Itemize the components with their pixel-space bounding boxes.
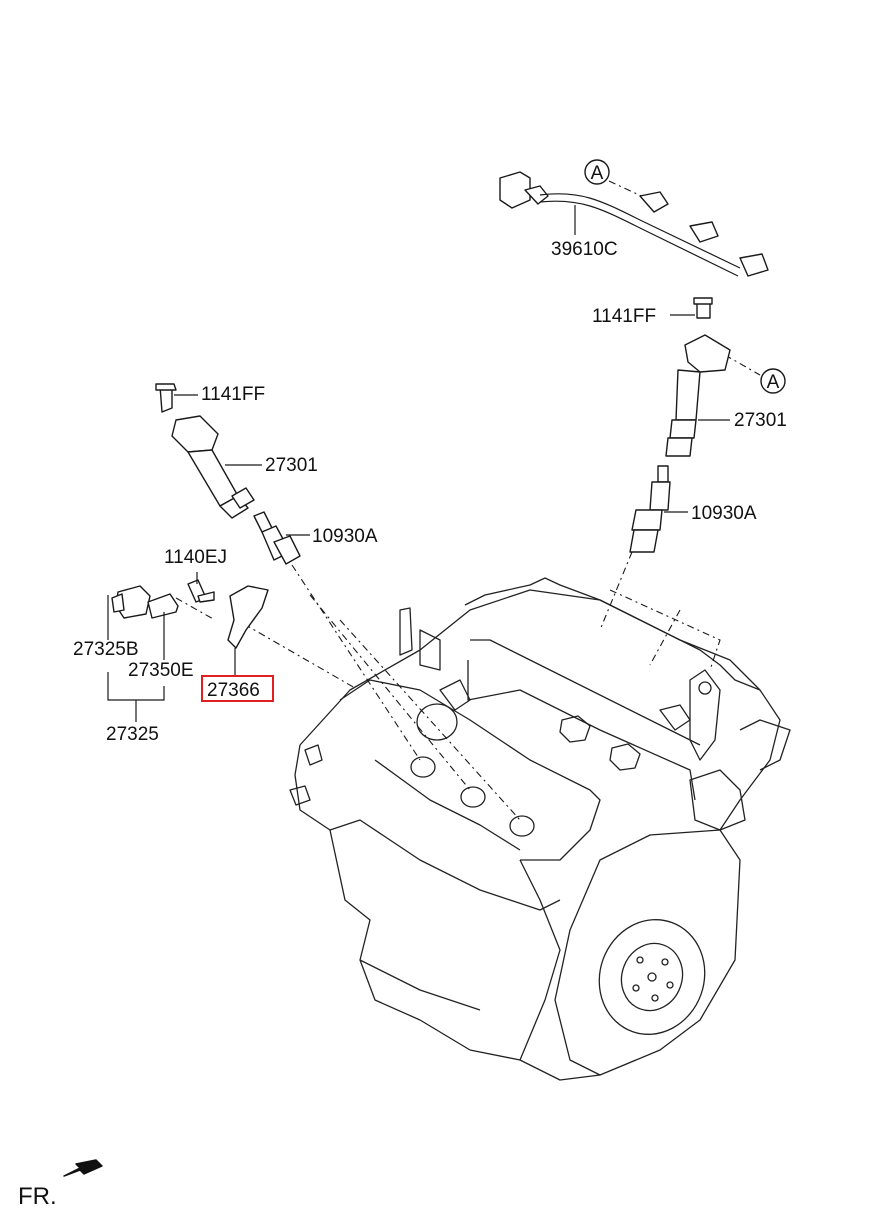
label-bolt-right: 1141FF bbox=[592, 306, 656, 327]
spark-plug-left bbox=[253, 511, 310, 565]
label-bolt-left: 1141FF bbox=[201, 384, 265, 405]
ignition-coil-left bbox=[155, 383, 262, 519]
label-coil-right: 27301 bbox=[734, 410, 787, 431]
engine-block bbox=[289, 577, 791, 1081]
label-bracket-highlighted: 27366 bbox=[207, 680, 260, 701]
spark-plug-right bbox=[629, 465, 688, 553]
reference-callout-right: A bbox=[760, 368, 786, 394]
ignition-coil-right bbox=[665, 297, 731, 457]
highlighted-part-callout[interactable]: 27366 bbox=[201, 675, 274, 702]
ref-right-label: A bbox=[767, 372, 780, 393]
reference-callout-top: A bbox=[584, 159, 610, 185]
highlight-box bbox=[201, 675, 274, 702]
label-coil-left: 27301 bbox=[265, 455, 318, 476]
front-label: FR. bbox=[18, 1183, 57, 1210]
label-harness: 39610C bbox=[551, 239, 618, 260]
ref-top-label: A bbox=[591, 163, 604, 184]
label-plug-left: 10930A bbox=[312, 526, 378, 547]
sensor-parts bbox=[107, 572, 269, 722]
label-sensor-b: 27350E bbox=[128, 660, 194, 681]
wiring-harness bbox=[499, 171, 769, 277]
label-plug-right: 10930A bbox=[691, 503, 757, 524]
label-sensor-assy: 27325 bbox=[106, 724, 159, 745]
assembly-lines bbox=[175, 180, 761, 821]
label-bolt-sensor: 1140EJ bbox=[164, 547, 227, 568]
front-direction-indicator: FR. bbox=[18, 1159, 103, 1210]
arrow-icon bbox=[63, 1159, 103, 1177]
label-sensor-a: 27325B bbox=[73, 639, 139, 660]
